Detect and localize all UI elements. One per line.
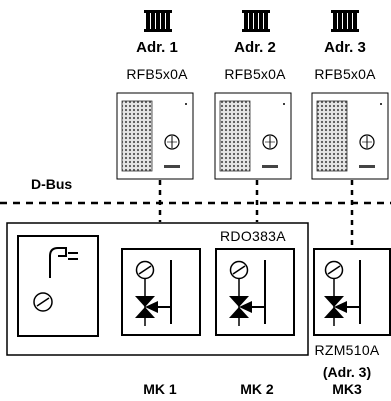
- extension-address-label: (Adr. 3): [322, 364, 372, 380]
- unit-address-3: Adr. 3: [324, 39, 366, 56]
- unit-model-2: RFB5x0A: [224, 66, 286, 82]
- unit-address-2: Adr. 2: [234, 39, 276, 56]
- bus-connections: [158, 180, 354, 248]
- unit-address-1: Adr. 1: [136, 39, 178, 56]
- circuit-label-3: MK3: [332, 381, 362, 397]
- mixing-circuit-panel-3: [313, 248, 391, 336]
- room-unit-3: [311, 92, 389, 180]
- pump-icon: [33, 292, 53, 312]
- extension-model-label: RZM510A: [314, 342, 380, 358]
- mixing-circuit-panel-2: [215, 248, 295, 336]
- circuit-label-1: MK 1: [143, 381, 177, 397]
- mixing-circuit-panel-1: [121, 248, 201, 336]
- burner-panel: [17, 235, 99, 337]
- unit-model-1: RFB5x0A: [126, 66, 188, 82]
- controller-label: RDO383A: [220, 228, 286, 244]
- circuit-label-2: MK 2: [240, 381, 274, 397]
- room-unit-2: [214, 92, 292, 180]
- radiator-icon: [144, 10, 172, 32]
- bus-label: D-Bus: [31, 176, 73, 192]
- burner-icon: [49, 247, 67, 278]
- radiator-icon: [331, 10, 359, 32]
- unit-model-3: RFB5x0A: [314, 66, 376, 82]
- room-unit-1: [116, 92, 194, 180]
- radiator-icon: [242, 10, 270, 32]
